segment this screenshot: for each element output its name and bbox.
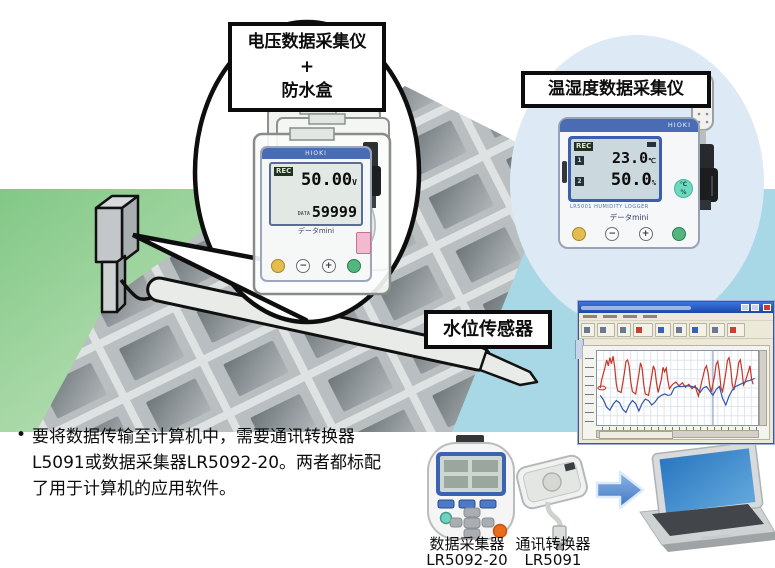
laptop [639, 441, 775, 552]
toolbar-button [709, 322, 725, 337]
voltage-reading: 50.00V [300, 170, 357, 190]
converter-caption: 通讯转换器 [515, 535, 591, 553]
channel2-indicator: 2 [575, 177, 584, 186]
toolbar-button [633, 322, 653, 337]
sensor-cable [119, 278, 152, 301]
note-text: • 要将数据传输至计算机中，需要通讯转换器 L5091或数据采集器LR5092-… [14, 424, 444, 502]
set-button [572, 227, 586, 241]
converter-model-caption: LR5091 [524, 551, 582, 568]
toolbar [579, 321, 773, 339]
converter-lr5091 [516, 454, 588, 550]
toolbar-button [581, 322, 595, 337]
window-title-text-placeholder [581, 305, 691, 310]
series-name: データmini [609, 213, 649, 222]
note-line3: 了用于计算机的应用软件。 [32, 479, 236, 499]
rec-indicator: REC [574, 142, 594, 151]
minimize-icon [741, 304, 749, 311]
rec-stop-button [671, 227, 686, 241]
collector-dpad [449, 507, 495, 539]
temperature-reading: 23.0℃ [612, 149, 656, 167]
transfer-arrow-icon [595, 470, 645, 510]
y-axis-ticks [585, 350, 594, 426]
laptop-keyboard [652, 504, 764, 536]
water-level-sensor-label: 水位传感器 [424, 310, 552, 349]
toolbar-button [673, 322, 687, 337]
humidity-logger-lcd: REC 1 2 23.0℃ 50.0% [571, 139, 659, 199]
series-name: データmini [297, 227, 335, 235]
rec-stop-button [346, 259, 361, 273]
collector-model-caption: LR5092-20 [426, 551, 508, 568]
close-icon [763, 304, 771, 311]
side-sticker [356, 232, 371, 254]
sensor-tip [478, 350, 539, 387]
set-button [271, 259, 285, 273]
converter-cable [545, 501, 563, 529]
vertical-scrollbar [759, 350, 767, 426]
humidity-reading: 50.0% [610, 170, 656, 190]
chevron-down-icon [575, 340, 583, 359]
minus-button: − [296, 259, 311, 273]
brand-logo: HIOKI [262, 148, 370, 159]
humidity-logger-device: HIOKI REC 1 2 23.0℃ 50.0% LR5001 HUMIDIT… [558, 117, 700, 249]
channel1-indicator: 1 [575, 156, 584, 165]
sensor-slot [562, 161, 567, 183]
voltage-label-line3: 防水盒 [281, 81, 333, 102]
note-line1: 要将数据传输至计算机中，需要通讯转换器 [32, 427, 355, 447]
voltage-label-line2: + [299, 56, 315, 77]
voltage-logger-buttons: − + [271, 259, 361, 273]
temp-humidity-badge: ℃ % [674, 179, 693, 198]
menu-bar [579, 313, 773, 321]
pole-logger-box [94, 194, 152, 314]
model-label: LR5001 HUMIDITY LOGGER [570, 204, 649, 210]
collector-caption: 数据采集器 [429, 535, 505, 553]
plot-area [596, 350, 759, 426]
maximize-icon [751, 304, 759, 311]
toolbar-button [689, 322, 707, 337]
humidity-logger-lcd-frame: REC 1 2 23.0℃ 50.0% [568, 136, 662, 202]
chart-panel [582, 345, 770, 440]
minus-button: − [605, 227, 620, 241]
logger-software-window [575, 301, 774, 444]
battery-icon [647, 142, 656, 147]
collector-rec-button [492, 523, 508, 539]
brand-logo: HIOKI [560, 119, 698, 132]
note-line2: L5091或数据采集器LR5092-20。两者都标配 [32, 453, 382, 473]
toolbar-button [655, 322, 671, 337]
window-titlebar [579, 302, 773, 313]
laptop-screen [659, 448, 756, 513]
handheld-collector-lr5092 [427, 435, 515, 540]
x-axis-ticks [596, 427, 759, 430]
rec-indicator: REC [274, 167, 294, 176]
horizontal-scrollbar [596, 430, 759, 439]
plus-button: + [321, 259, 336, 273]
humidity-logger-label: 温湿度数据采集仪 [521, 71, 711, 108]
toolbar-button [617, 322, 631, 337]
recorded-data-chart [597, 351, 758, 425]
bullet: • [16, 425, 27, 445]
voltage-logger-label: 电压数据采集仪 + 防水盒 [228, 22, 386, 112]
plus-button: + [638, 227, 653, 241]
voltage-label-line1: 电压数据采集仪 [247, 32, 367, 52]
humidity-logger-buttons: − + [572, 227, 686, 241]
toolbar-button [727, 322, 745, 337]
toolbar-button [597, 322, 615, 337]
